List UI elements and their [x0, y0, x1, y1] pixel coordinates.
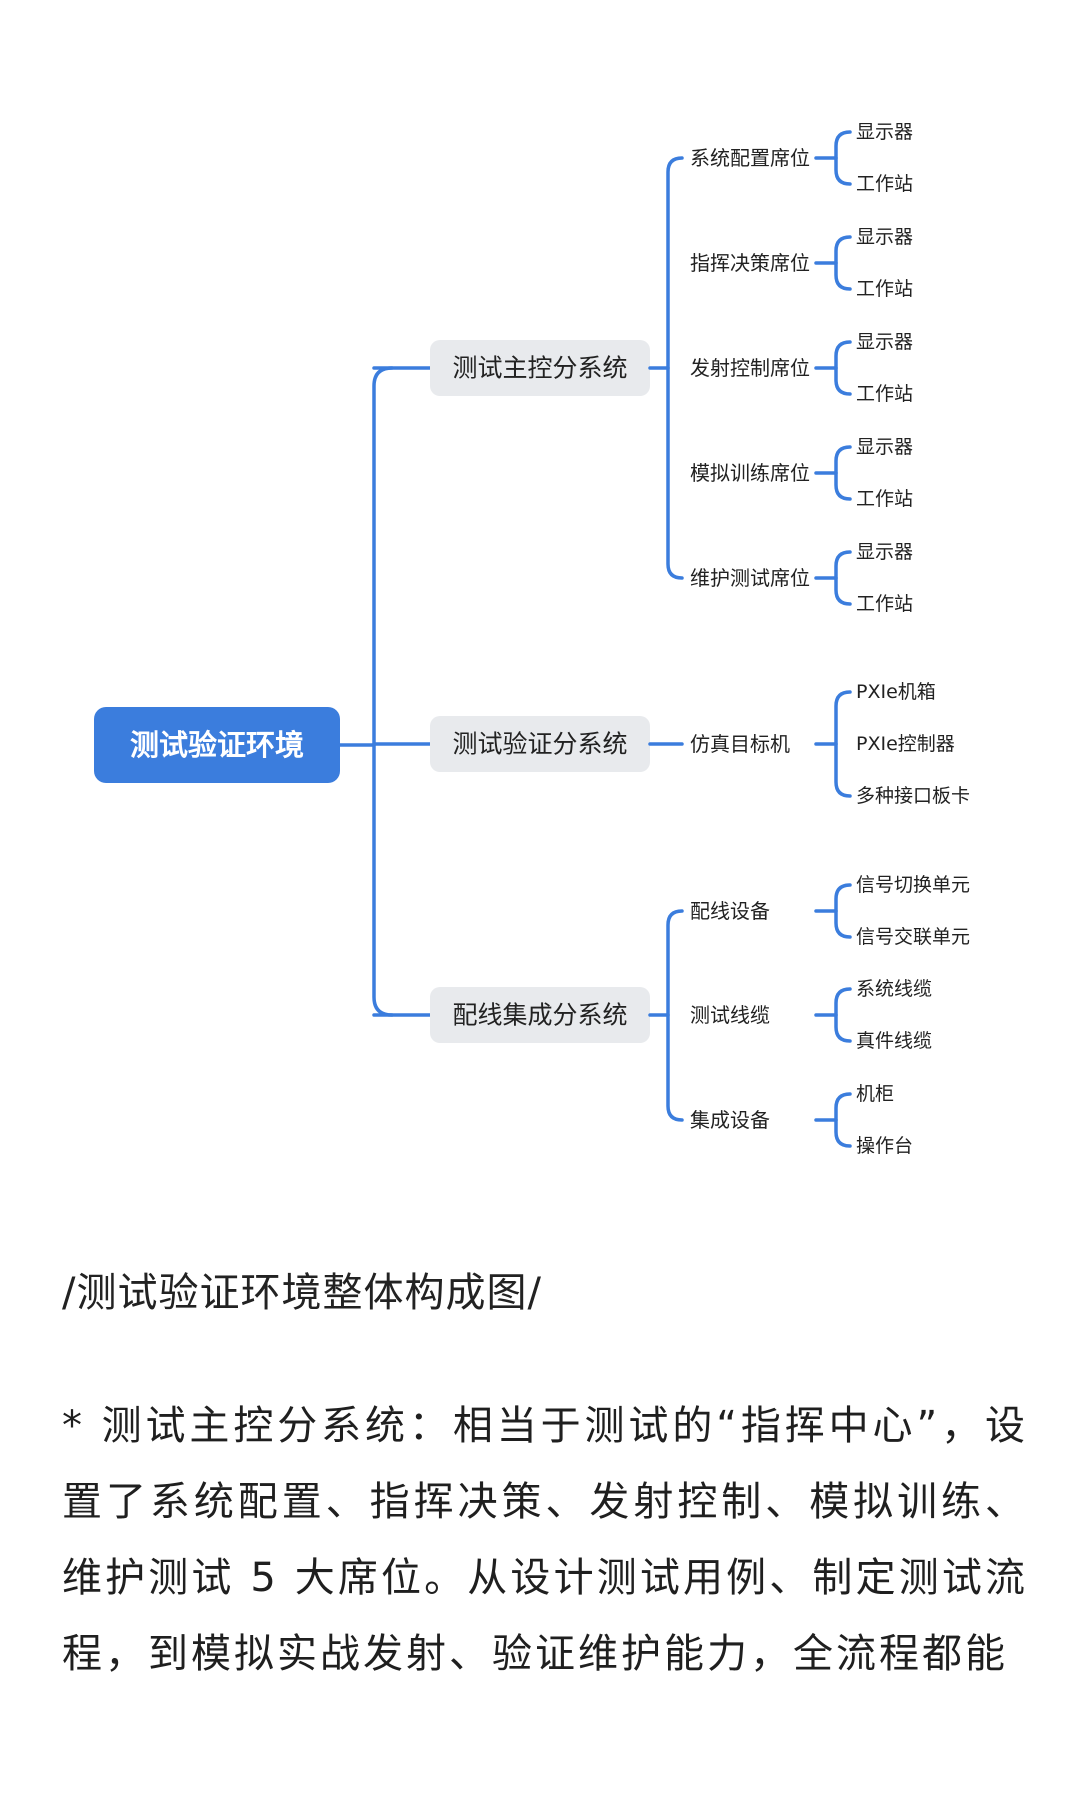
- seat-label: 指挥决策席位: [690, 251, 810, 275]
- children-bracket: [666, 909, 684, 1122]
- leaf-bracket: [834, 550, 852, 606]
- mind-map-diagram: 测试验证环境测试主控分系统系统配置席位显示器工作站指挥决策席位显示器工作站发射控…: [94, 121, 970, 1157]
- leaf-label: 系统线缆: [856, 978, 932, 1000]
- leaf-label: 信号切换单元: [856, 874, 970, 896]
- body-paragraph: * 测试主控分系统：相当于测试的“指挥中心”，设置了系统配置、指挥决策、发射控制…: [62, 1403, 1028, 1677]
- leaf-bracket: [834, 883, 852, 939]
- seat-label: 集成设备: [690, 1108, 770, 1132]
- leaf-bracket: [834, 987, 852, 1043]
- trunk-bracket: [372, 366, 394, 1017]
- seat-label: 仿真目标机: [690, 732, 790, 756]
- subsystem-label: 测试主控分系统: [452, 354, 627, 383]
- leaf-label: 工作站: [856, 383, 913, 405]
- leaf-label: 工作站: [856, 593, 913, 615]
- leaf-label: 显示器: [856, 541, 913, 563]
- leaf-bracket: [834, 1092, 852, 1148]
- root-node-label: 测试验证环境: [130, 728, 304, 762]
- leaf-label: 机柜: [856, 1083, 894, 1105]
- subsystem-node: [430, 340, 650, 396]
- seat-label: 发射控制席位: [690, 356, 810, 380]
- subsystem-node: [430, 716, 650, 772]
- leaf-label: 工作站: [856, 173, 913, 195]
- leaf-label: 显示器: [856, 436, 913, 458]
- leaf-label: 显示器: [856, 331, 913, 353]
- seat-label: 系统配置席位: [690, 146, 810, 170]
- leaf-bracket: [834, 235, 852, 291]
- seat-label: 维护测试席位: [690, 566, 810, 590]
- seat-label: 测试线缆: [690, 1003, 770, 1027]
- leaf-bracket: [834, 130, 852, 186]
- leaf-label: 操作台: [856, 1135, 913, 1157]
- leaf-label: PXIe机箱: [856, 681, 936, 703]
- seat-label: 配线设备: [690, 899, 770, 923]
- leaf-bracket: [834, 690, 852, 798]
- children-bracket: [666, 156, 684, 580]
- leaf-label: 显示器: [856, 121, 913, 143]
- leaf-label: 真件线缆: [856, 1030, 932, 1052]
- leaf-bracket: [834, 445, 852, 501]
- root-node: [94, 707, 340, 783]
- seat-label: 模拟训练席位: [690, 461, 810, 485]
- leaf-label: 工作站: [856, 278, 913, 300]
- subsystem-node: [430, 987, 650, 1043]
- leaf-label: 多种接口板卡: [856, 785, 970, 807]
- leaf-label: 信号交联单元: [856, 926, 970, 948]
- subsystem-label: 配线集成分系统: [452, 1001, 627, 1030]
- leaf-label: PXIe控制器: [856, 733, 955, 755]
- leaf-label: 工作站: [856, 488, 913, 510]
- figure-caption: /测试验证环境整体构成图/: [62, 1270, 542, 1316]
- leaf-label: 显示器: [856, 226, 913, 248]
- leaf-bracket: [834, 340, 852, 396]
- subsystem-label: 测试验证分系统: [452, 730, 627, 759]
